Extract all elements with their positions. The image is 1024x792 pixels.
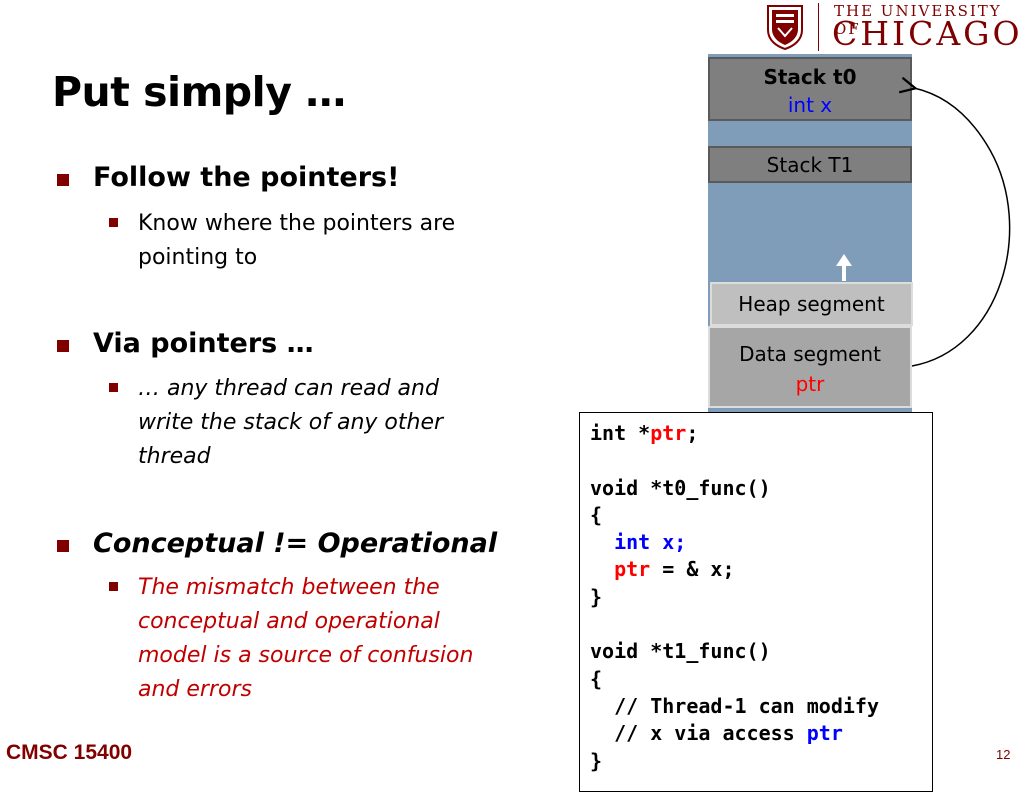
stack-t1-block: Stack T1 — [708, 146, 912, 183]
sub-bullet-square-icon — [109, 383, 118, 392]
heap-growth-arrow-icon — [836, 254, 852, 281]
logo-divider — [818, 3, 819, 51]
code-listing: int *ptr; void *t0_func() { int x; ptr =… — [590, 421, 879, 773]
data-segment-variable: ptr — [795, 372, 825, 396]
university-seal-icon — [767, 5, 803, 50]
sub-bullet-text: The mismatch between the conceptual and … — [138, 575, 474, 702]
sub-bullet-square-icon — [109, 582, 118, 591]
bullet-via-pointers: Via pointers … — [57, 328, 314, 359]
page-number: 12 — [996, 747, 1011, 762]
sub-bullet-text: Know where the pointers are pointing to — [138, 211, 456, 270]
sub-bullet-mismatch: The mismatch between the conceptual and … — [109, 571, 498, 707]
bullet-text: Follow the pointers! — [93, 162, 400, 193]
bullet-text: Conceptual != Operational — [93, 528, 498, 559]
logo-university-of: THE UNIVERSITY OF — [834, 2, 1002, 38]
data-segment-block: Data segment ptr — [708, 326, 912, 408]
diagram-arrows — [836, 0, 1011, 367]
sub-bullet-text: … any thread can read and write the stac… — [138, 376, 444, 469]
logo-chicago: CHICAGO — [832, 14, 1023, 53]
heap-segment-block: Heap segment — [710, 282, 913, 326]
bullet-text: Via pointers … — [93, 328, 314, 359]
bullet-follow-pointers: Follow the pointers! — [57, 162, 400, 193]
sub-bullet-any-thread: … any thread can read and write the stac… — [109, 372, 468, 474]
sub-bullet-know-where: Know where the pointers are pointing to — [109, 207, 498, 275]
pointer-arrow-icon — [912, 88, 1011, 367]
course-footer: CMSC 15400 — [6, 741, 133, 764]
stack-t0-variable: int x — [787, 93, 833, 117]
bullet-conceptual-operational: Conceptual != Operational — [57, 528, 498, 559]
code-box — [579, 412, 933, 792]
stack-t0-block: Stack t0 int x — [708, 57, 912, 121]
sub-bullet-square-icon — [109, 218, 118, 227]
slide-title: Put simply … — [52, 68, 346, 116]
bullet-square-icon — [57, 540, 69, 552]
data-segment-label: Data segment — [739, 342, 881, 366]
bullet-square-icon — [57, 340, 69, 352]
bullet-square-icon — [57, 174, 69, 186]
stack-t0-label: Stack t0 — [763, 65, 857, 89]
